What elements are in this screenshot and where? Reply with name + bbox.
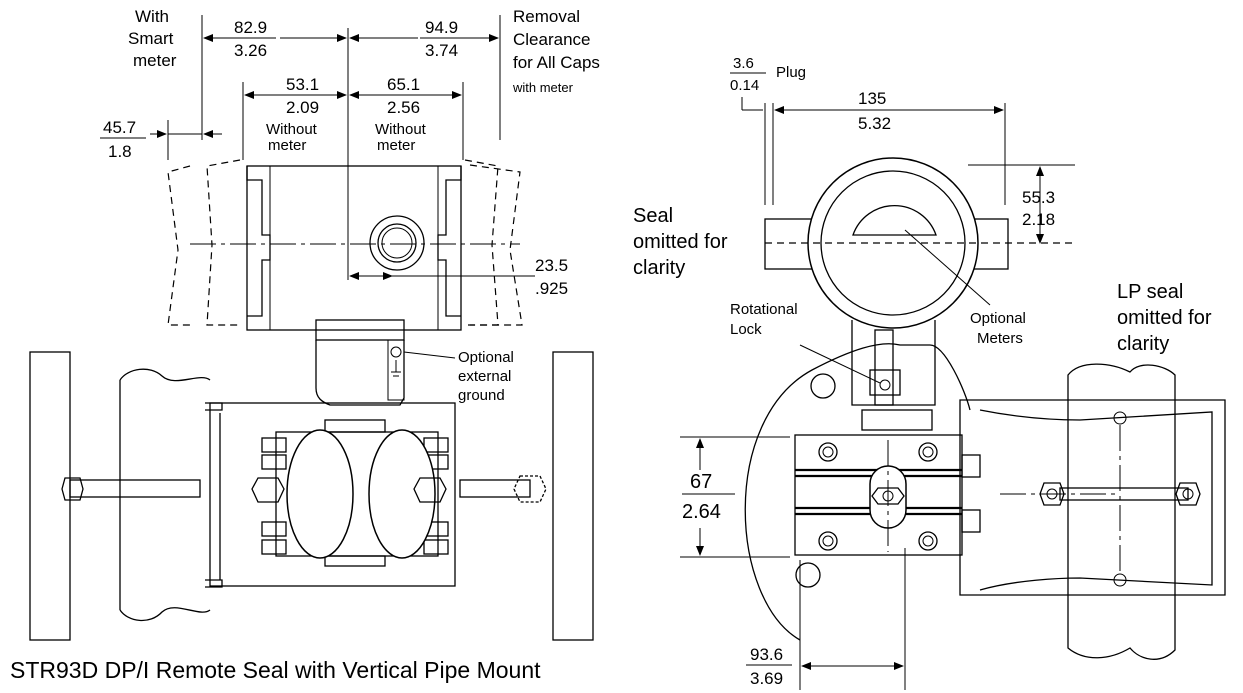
- caption: STR93D DP/I Remote Seal with Vertical Pi…: [10, 657, 541, 683]
- with-smart-meter-line2: Smart: [128, 29, 174, 48]
- dim-3-6-mm: 3.6: [733, 55, 754, 72]
- dim-93-6-in: 3.69: [750, 669, 783, 688]
- dim-93-6-mm: 93.6: [750, 645, 783, 664]
- dim-65-1-in: 2.56: [387, 98, 420, 117]
- lp-seal-omitted-line3: clarity: [1117, 333, 1169, 355]
- optional-meters-line2: Meters: [977, 330, 1023, 347]
- dim-82-9-mm: 82.9: [234, 18, 267, 37]
- dim-65-1-mm: 65.1: [387, 75, 420, 94]
- dim-55-3-mm: 55.3: [1022, 188, 1055, 207]
- dim-45-7-mm: 45.7: [103, 118, 136, 137]
- without-meter-left-line1: Without: [266, 121, 318, 138]
- dim-53-1-in: 2.09: [286, 98, 319, 117]
- with-smart-meter-line1: With: [135, 7, 169, 26]
- dim-67-mm: 67: [690, 471, 712, 493]
- optional-external-ground-line3: ground: [458, 387, 505, 404]
- lp-seal-omitted-line1: LP seal: [1117, 281, 1183, 303]
- removal-clearance-line2: Clearance: [513, 30, 591, 49]
- left-side-view: [29, 15, 594, 641]
- optional-meters-line1: Optional: [970, 310, 1026, 327]
- dim-94-9-in: 3.74: [425, 41, 458, 60]
- with-smart-meter-line3: meter: [133, 51, 177, 70]
- dim-53-1-mm: 53.1: [286, 75, 319, 94]
- left-labels: With Smart meter 82.9 3.26 94.9 3.74 Rem…: [10, 7, 600, 683]
- dim-67-in: 2.64: [682, 501, 721, 523]
- rotational-lock-line1: Rotational: [730, 301, 798, 318]
- seal-omitted-line1: Seal: [633, 205, 673, 227]
- right-front-view: [680, 97, 1226, 690]
- dim-45-7-in: 1.8: [108, 142, 132, 161]
- rotational-lock-line2: Lock: [730, 321, 762, 338]
- removal-clearance-line1: Removal: [513, 7, 580, 26]
- optional-external-ground-line1: Optional: [458, 349, 514, 366]
- dim-23-5-mm: 23.5: [535, 256, 568, 275]
- lp-seal-omitted-line2: omitted for: [1117, 307, 1212, 329]
- seal-omitted-line3: clarity: [633, 257, 685, 279]
- dim-82-9-in: 3.26: [234, 41, 267, 60]
- optional-external-ground-line2: external: [458, 368, 511, 385]
- without-meter-left-line2: meter: [268, 137, 306, 154]
- dim-55-3-in: 2.18: [1022, 210, 1055, 229]
- seal-omitted-line2: omitted for: [633, 231, 728, 253]
- right-labels: 3.6 0.14 Plug 135 5.32 55.3 2.18 Seal om…: [633, 55, 1212, 688]
- dim-135-mm: 135: [858, 89, 886, 108]
- removal-clearance-line3: for All Caps: [513, 53, 600, 72]
- dim-23-5-in: .925: [535, 279, 568, 298]
- dim-94-9-mm: 94.9: [425, 18, 458, 37]
- with-meter-label: with meter: [512, 80, 574, 95]
- without-meter-right-line1: Without: [375, 121, 427, 138]
- without-meter-right-line2: meter: [377, 137, 415, 154]
- plug-label: Plug: [776, 64, 806, 81]
- dim-135-in: 5.32: [858, 114, 891, 133]
- dim-3-6-in: 0.14: [730, 77, 759, 94]
